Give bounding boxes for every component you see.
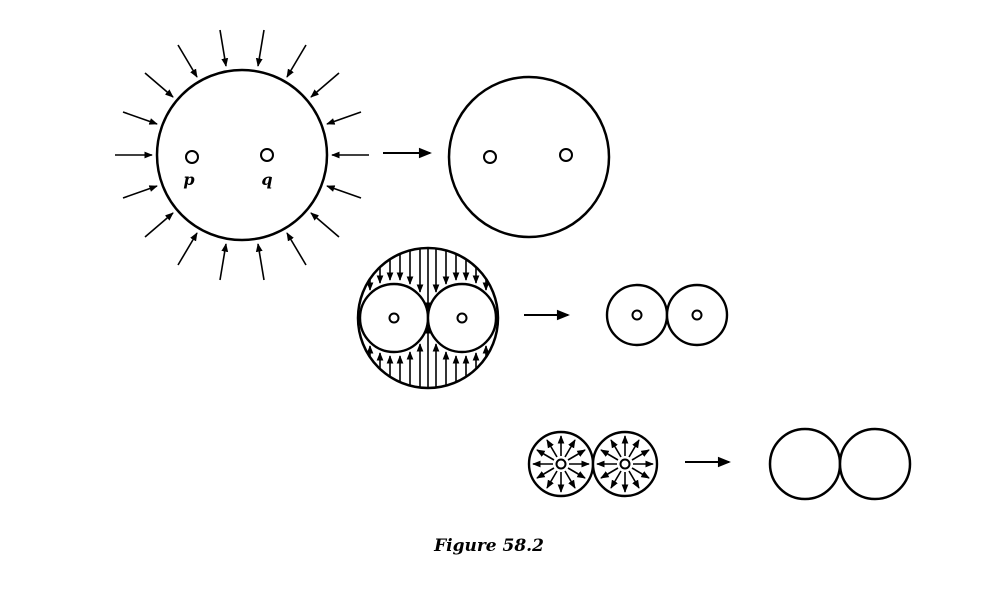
sphere-with-inward-arrows: p q xyxy=(115,29,369,281)
right-point-circle xyxy=(619,458,631,470)
sphere-after-relaxation xyxy=(447,75,611,239)
point-q-label: q xyxy=(261,170,272,189)
point-p-label: p xyxy=(183,170,194,189)
upward-field-arrows xyxy=(366,325,490,388)
left-circle xyxy=(768,427,842,501)
left-point-circle xyxy=(388,312,400,324)
right-circle xyxy=(838,427,912,501)
two-tangent-spheres-with-points xyxy=(605,283,729,347)
two-spheres-with-radial-arrows xyxy=(527,430,659,498)
point-q-circle xyxy=(260,148,274,162)
downward-field-arrows xyxy=(366,248,490,311)
right-radial-arrows xyxy=(596,435,654,493)
right-point-circle xyxy=(691,309,703,321)
point-circle xyxy=(559,148,573,162)
point-p-circle xyxy=(185,150,199,164)
figure-caption: Figure 58.2 xyxy=(433,536,544,556)
outer-circle xyxy=(155,68,329,242)
inward-field-arrows xyxy=(115,29,369,281)
left-point-circle xyxy=(555,458,567,470)
pinching-sphere-with-vertical-arrows xyxy=(356,246,500,390)
point-circle xyxy=(483,150,497,164)
left-point-circle xyxy=(631,309,643,321)
right-point-circle xyxy=(456,312,468,324)
outer-circle xyxy=(447,75,611,239)
two-tangent-spheres-final xyxy=(768,427,912,501)
left-radial-arrows xyxy=(532,435,590,493)
